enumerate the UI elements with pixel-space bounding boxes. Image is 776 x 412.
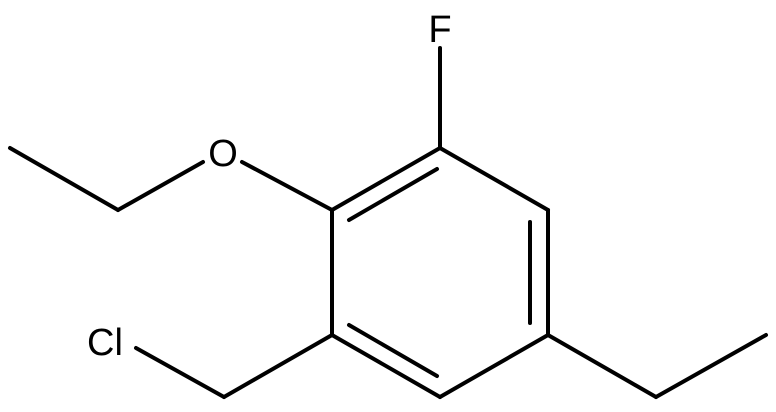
benzene-ring (330, 146, 550, 399)
bond-ethoxy-ch2-ch3 (8, 146, 120, 212)
bond-c6-oxygen (240, 160, 334, 212)
ring-bond-c1-c2 (438, 146, 550, 212)
oxygen-atom-label: O (208, 133, 238, 175)
bond-ethyl-ch2-ch3 (654, 333, 768, 399)
fluorine-atom-label: F (428, 9, 451, 51)
ring-bond-c4-c5-inner (347, 323, 439, 378)
bond-c3-ch2 (546, 333, 658, 399)
bond-oxygen-ch2 (116, 160, 205, 212)
ring-bond-c6-c1 (330, 146, 442, 212)
ring-bond-c6-c1-inner (347, 167, 439, 222)
ring-bond-c4-c5 (330, 333, 442, 399)
chlorine-atom-label: Cl (87, 322, 123, 364)
bond-ch2-chlorine (134, 346, 226, 399)
bond-c5-ch2 (222, 333, 334, 399)
ring-bond-c3-c4 (438, 333, 550, 399)
